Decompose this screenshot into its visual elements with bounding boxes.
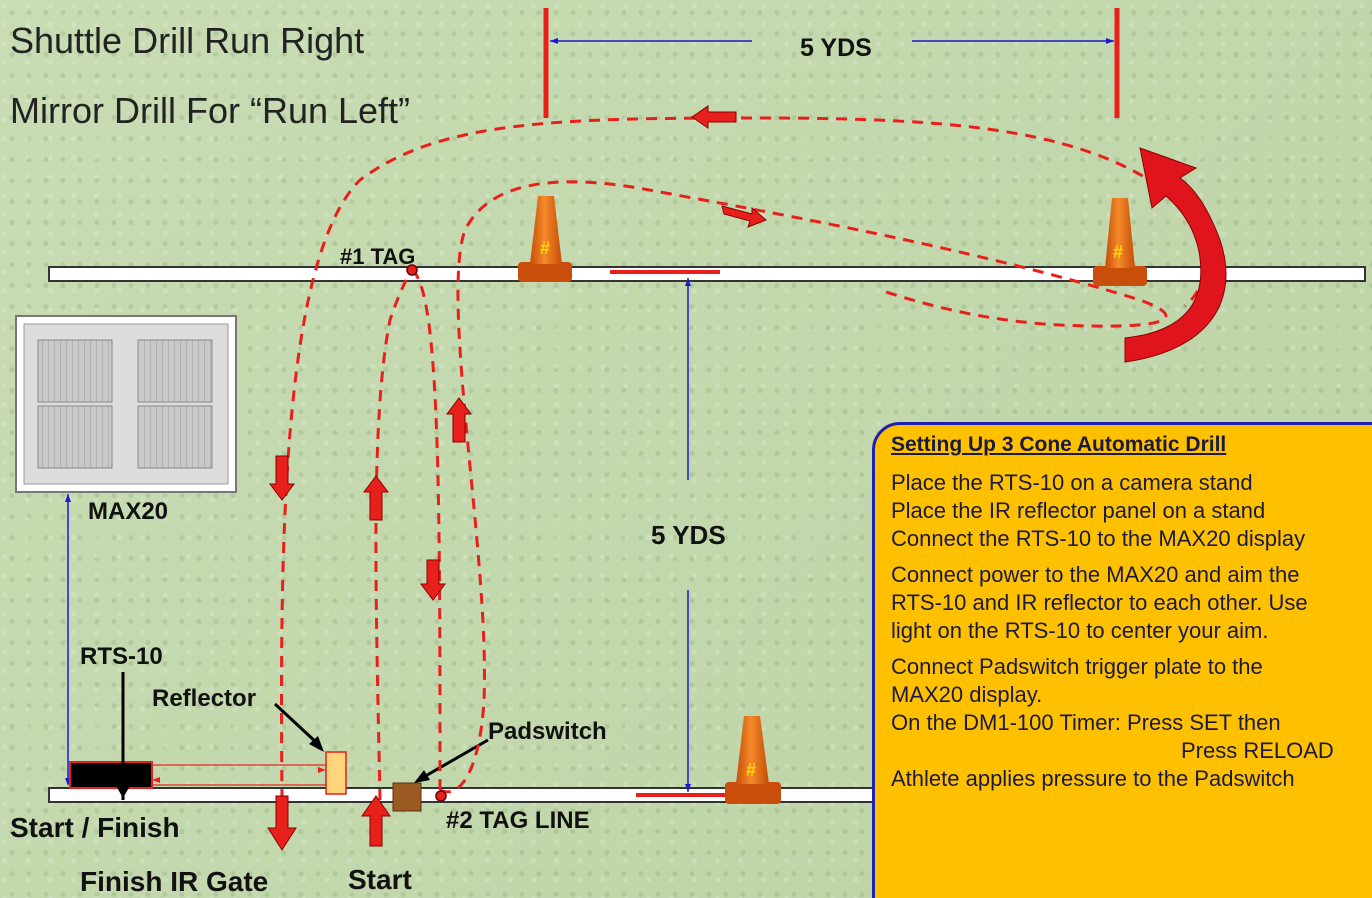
drill-subtitle: Mirror Drill For “Run Left” — [10, 90, 411, 131]
drill-title: Shuttle Drill Run Right — [10, 20, 365, 61]
rts10-label: RTS-10 — [80, 643, 163, 670]
finish-gate-label: Finish IR Gate — [80, 866, 269, 897]
tag2-label: #2 TAG LINE — [446, 807, 590, 834]
max20-display — [15, 315, 237, 493]
setup-line: Connect Padswitch trigger plate to the — [891, 654, 1263, 679]
arrowhead — [1106, 38, 1114, 44]
tag1-marker — [406, 264, 418, 276]
reflector-label: Reflector — [152, 685, 257, 712]
padswitch-plate — [392, 782, 422, 812]
setup-line: Press RELOAD — [1181, 738, 1334, 763]
setup-line: Athlete applies pressure to the Padswitc… — [891, 766, 1295, 791]
setup-line: Connect power to the MAX20 and aim the — [891, 562, 1300, 587]
top-distance-label: 5 YDS — [800, 34, 872, 62]
arrowhead — [65, 494, 71, 502]
setup-line: MAX20 display. — [891, 682, 1043, 707]
cone-mark: # — [746, 760, 756, 780]
setup-line: light on the RTS-10 to center your aim. — [891, 618, 1269, 643]
padswitch-label: Padswitch — [488, 718, 607, 745]
arrowhead — [152, 777, 160, 783]
setup-heading: Setting Up 3 Cone Automatic Drill — [891, 433, 1227, 456]
tag2-marker — [435, 790, 447, 802]
cone-left: # — [518, 196, 572, 282]
setup-line: Place the RTS-10 on a camera stand — [891, 470, 1253, 495]
ir-beam — [151, 764, 327, 786]
setup-line: On the DM1-100 Timer: Press SET then — [891, 710, 1281, 735]
arrowhead — [550, 38, 558, 44]
rts10-unit — [69, 761, 153, 789]
arrowhead — [685, 278, 691, 286]
mid-distance-label: 5 YDS — [651, 520, 726, 550]
cone-right: # — [1093, 198, 1147, 286]
setup-line: Place the IR reflector panel on a stand — [891, 498, 1266, 523]
ir-reflector — [325, 751, 347, 795]
start-label: Start — [348, 864, 412, 895]
cone-mark: # — [540, 238, 550, 258]
cone-mark: # — [1113, 242, 1123, 262]
direction-arrows — [267, 105, 767, 851]
start-finish-label: Start / Finish — [10, 812, 180, 843]
tag1-label: #1 TAG — [340, 244, 416, 269]
max20-label: MAX20 — [88, 498, 169, 525]
cone-bottom: # — [725, 716, 781, 804]
arrowhead — [318, 767, 326, 773]
running-path — [280, 116, 1206, 801]
turn-arrow — [1124, 147, 1227, 363]
pointer-arrows — [115, 672, 489, 800]
setup-line: RTS-10 and IR reflector to each other. U… — [891, 590, 1308, 615]
arrowhead — [685, 784, 691, 792]
setup-instructions-panel: Setting Up 3 Cone Automatic Drill Place … — [872, 422, 1372, 898]
setup-line: Connect the RTS-10 to the MAX20 display — [891, 526, 1306, 551]
